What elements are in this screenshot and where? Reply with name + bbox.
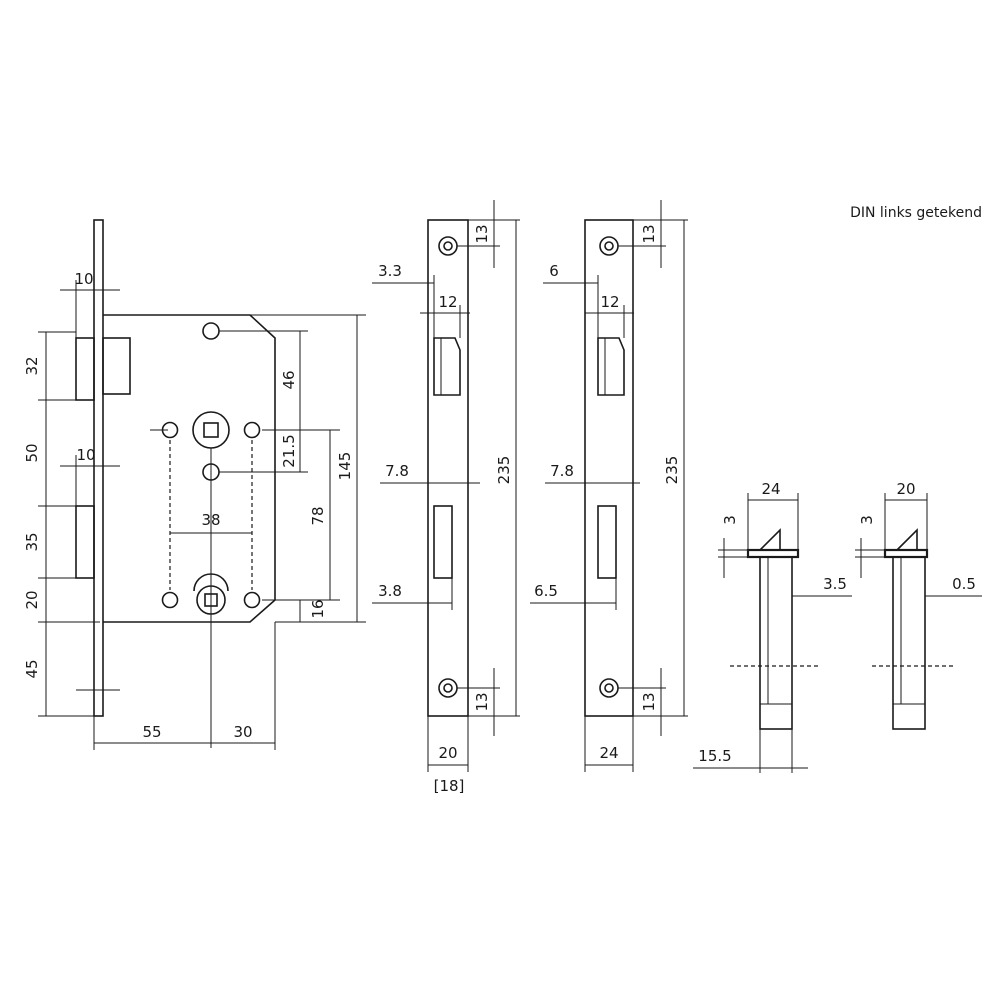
dim-20: 20 [23, 590, 41, 609]
faceplate-24-dim-13-bottom: 13 [640, 692, 658, 711]
lock-case-outline [103, 314, 276, 623]
dim-46: 46 [280, 370, 298, 389]
faceplate-20-screw-top [438, 236, 458, 256]
latch-20-flange [883, 548, 929, 559]
faceplate-20-latch-opening [433, 337, 461, 396]
square-spindle-hole [203, 422, 219, 438]
faceplate-24-dim-7-8: 7.8 [550, 462, 574, 480]
dim-145: 145 [336, 452, 354, 481]
faceplate-24-dim-13-top: 13 [640, 224, 658, 243]
faceplate-20-view: 13 3.3 12 7.8 3.8 235 13 20 [18] [372, 200, 520, 795]
latch-20-bevel [896, 528, 918, 551]
lock-forend-plate [93, 219, 104, 717]
faceplate-24-bolt-opening [597, 505, 617, 579]
faceplate-20-dim-20: 20 [438, 744, 457, 762]
latch-20-dim-0-5: 0.5 [952, 575, 976, 593]
faceplate-20-dim-18: [18] [434, 777, 465, 795]
dim-35: 35 [23, 532, 41, 551]
latch-24-body [759, 556, 793, 730]
dim-78: 78 [309, 506, 327, 525]
drawing-note: DIN links getekend [850, 205, 982, 221]
dead-bolt [75, 505, 95, 579]
faceplate-24-dim-235: 235 [663, 456, 681, 485]
faceplate-20-outline [427, 219, 469, 717]
latch-side-view-20: 20 3 0.5 [855, 480, 982, 730]
screw-hole-left-bottom [161, 591, 179, 609]
faceplate-20-dim-235: 235 [495, 456, 513, 485]
faceplate-20-dim-7-8: 7.8 [385, 462, 409, 480]
follower-hub [192, 411, 230, 449]
dim-21-5: 21.5 [280, 434, 298, 467]
faceplate-20-dim-13-top: 13 [473, 224, 491, 243]
faceplate-20-screw-bottom [438, 678, 458, 698]
faceplate-24-view: 13 6 12 7.8 6.5 235 13 24 [530, 200, 688, 772]
latch-20-dim-20: 20 [896, 480, 915, 498]
dim-45: 45 [23, 659, 41, 678]
faceplate-20-dim-3-3: 3.3 [378, 262, 402, 280]
latch-24-dim-24: 24 [761, 480, 780, 498]
latch-24-dim-15-5: 15.5 [698, 747, 731, 765]
faceplate-24-dim-6: 6 [549, 262, 559, 280]
screw-hole-right-bottom [243, 591, 261, 609]
dim-10-top: 10 [74, 270, 93, 288]
faceplate-20-dim-12: 12 [438, 293, 457, 311]
latch-24-dim-3-5: 3.5 [823, 575, 847, 593]
dim-55: 55 [142, 723, 161, 741]
latch-side-view-24: 24 3 3.5 15.5 [693, 480, 852, 773]
latch-24-bevel [759, 528, 781, 551]
faceplate-24-dim-24: 24 [599, 744, 618, 762]
faceplate-24-latch-opening [597, 337, 625, 396]
faceplate-20-dim-3-8: 3.8 [378, 582, 402, 600]
dim-16: 16 [309, 599, 327, 618]
lock-body-view: 10 10 32 50 35 20 45 55 30 38 [23, 219, 366, 750]
faceplate-24-screw-bottom [599, 678, 619, 698]
dim-38: 38 [201, 511, 220, 529]
dim-10-mid: 10 [76, 446, 95, 464]
faceplate-24-screw-top [599, 236, 619, 256]
faceplate-20-bolt-opening [433, 505, 453, 579]
dim-50: 50 [23, 443, 41, 462]
faceplate-24-dim-12: 12 [600, 293, 619, 311]
latch-bolt [75, 337, 95, 401]
faceplate-24-outline [584, 219, 634, 717]
faceplate-20-dim-13-bottom: 13 [473, 692, 491, 711]
latch-20-body [892, 556, 926, 730]
dim-32: 32 [23, 356, 41, 375]
mounting-hole-top [202, 322, 220, 340]
faceplate-24-dim-6-5: 6.5 [534, 582, 558, 600]
dim-30: 30 [233, 723, 252, 741]
screw-hole-right-top [243, 421, 261, 439]
latch-20-dim-3: 3 [858, 515, 876, 525]
latch-24-dim-3: 3 [721, 515, 739, 525]
latch-24-flange [746, 548, 800, 559]
latch-bolt-inner [102, 337, 131, 395]
